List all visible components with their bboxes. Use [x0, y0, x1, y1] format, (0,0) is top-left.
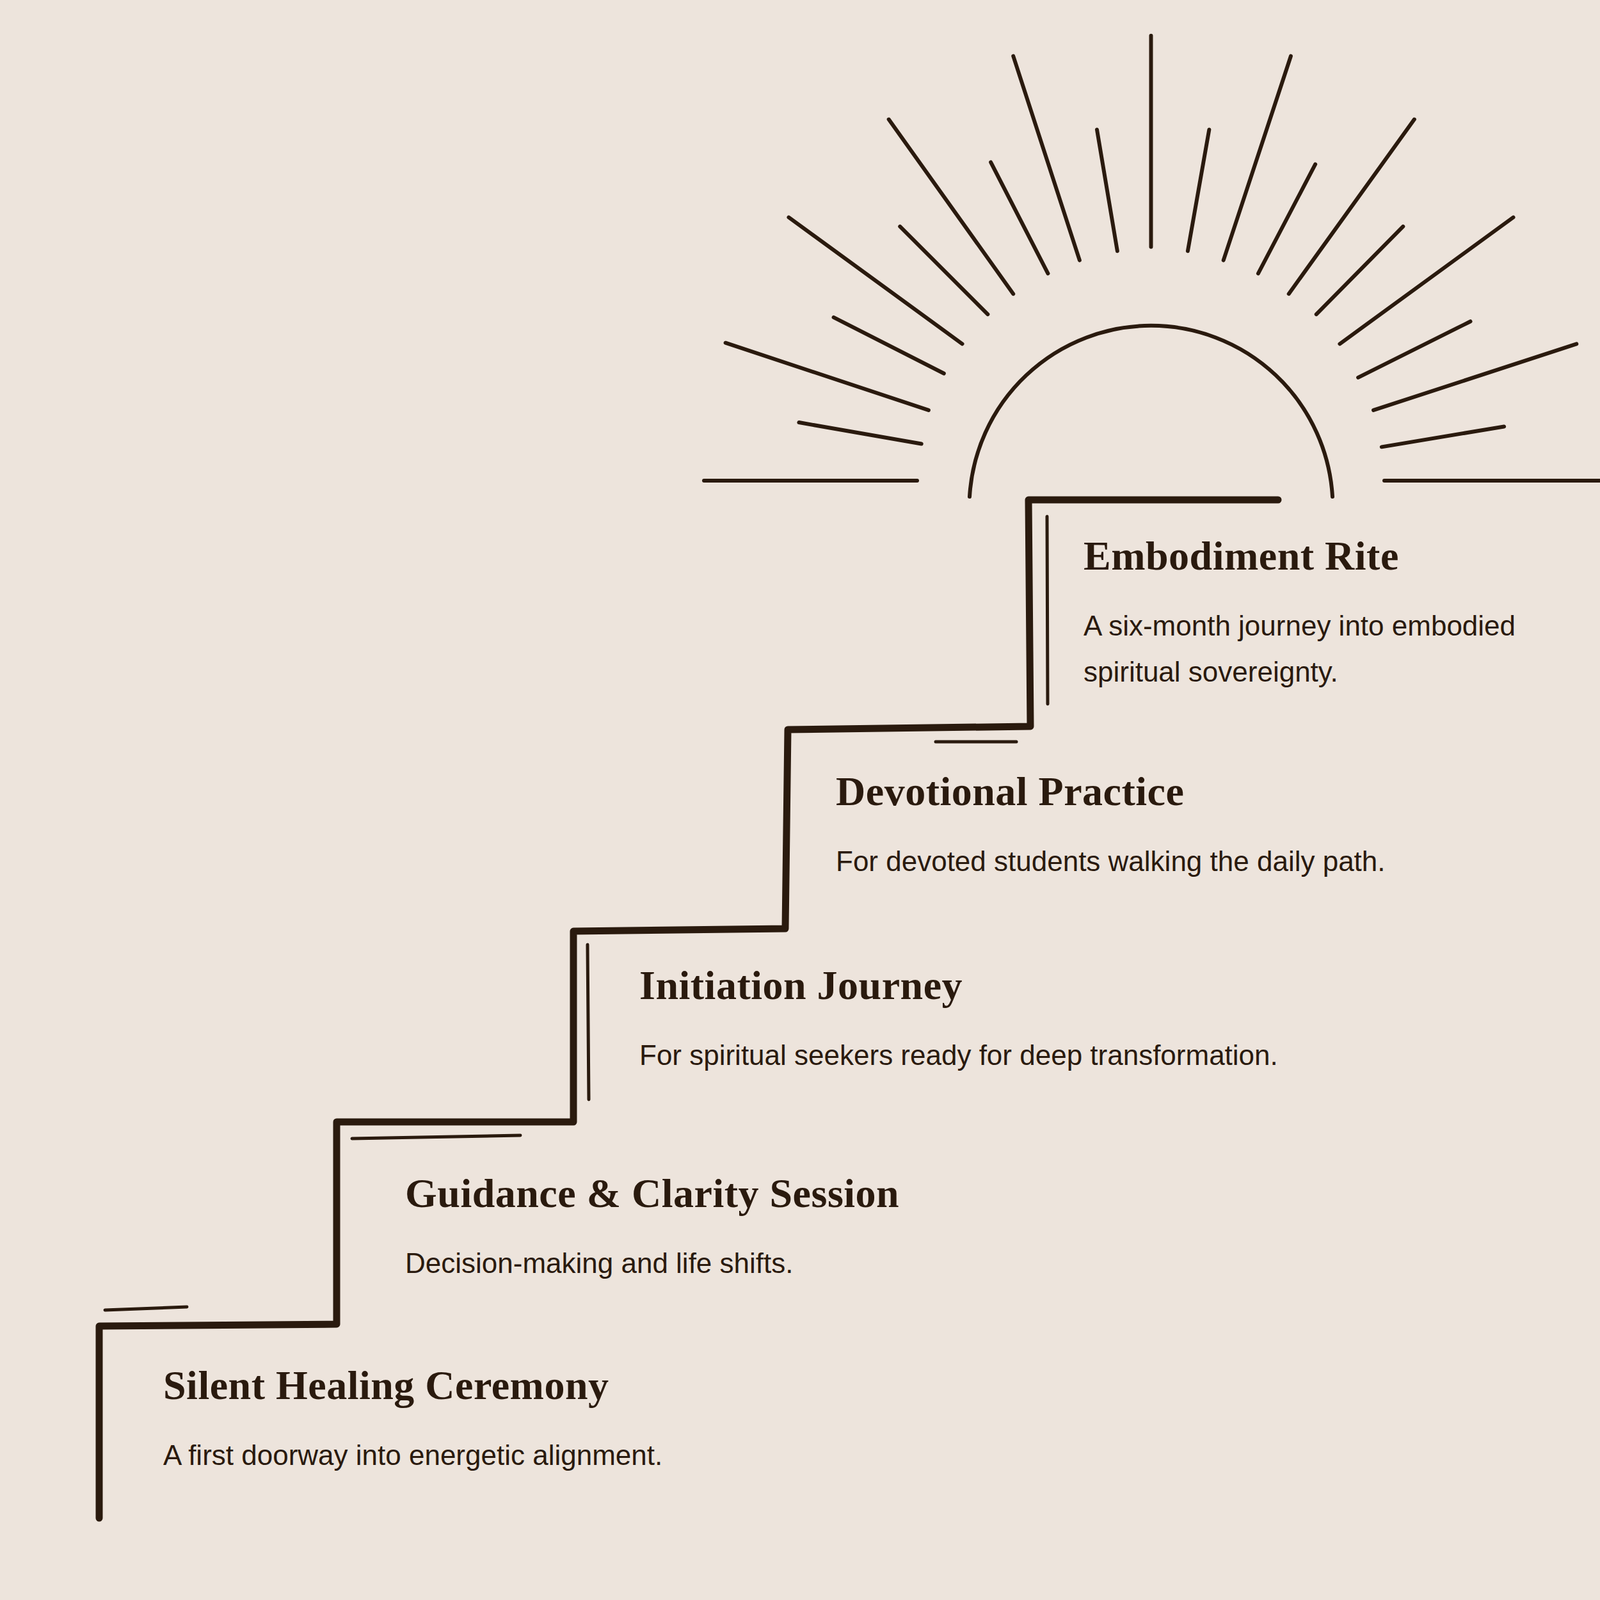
horizon-line: [1384, 478, 1600, 483]
sketch-strokes: [104, 516, 1048, 1311]
step-description: Decision-making and life shifts.: [405, 1240, 900, 1288]
sun-ray: [1316, 226, 1404, 315]
sketch-stroke: [935, 740, 1017, 744]
step-description: For devoted students walking the daily p…: [835, 838, 1386, 886]
sun-arc: [969, 325, 1333, 497]
sun-ray: [1187, 129, 1209, 251]
staircase-line: [99, 499, 1279, 1519]
sketch-stroke: [1047, 516, 1048, 704]
stair-step: Initiation JourneyFor spiritual seekers …: [639, 961, 1279, 1079]
step-title: Silent Healing Ceremony: [163, 1361, 663, 1411]
sun-ray: [1358, 321, 1471, 378]
sun-symbol: [704, 35, 1600, 497]
horizon-line: [704, 478, 918, 483]
stair-step: Silent Healing Ceremony A first doorway i…: [163, 1361, 663, 1479]
sun-ray: [1096, 129, 1118, 251]
sketch-stroke: [104, 1306, 187, 1311]
sun-ray: [1373, 343, 1577, 411]
sun-ray: [725, 343, 929, 411]
sketch-stroke: [587, 944, 589, 1100]
step-title: Devotional Practice: [835, 767, 1386, 817]
sun-ray: [899, 226, 988, 315]
sun-ray: [1339, 217, 1513, 345]
stair-step: Guidance & Clarity SessionDecision-makin…: [405, 1169, 900, 1287]
sun-ray: [1148, 35, 1153, 248]
sun-ray: [1013, 56, 1080, 261]
step-description: A six-month journey into embodied spirit…: [1083, 602, 1545, 696]
sun-ray: [788, 217, 962, 345]
sketch-stroke: [352, 1135, 521, 1139]
sun-ray: [798, 422, 921, 444]
stair-step: Devotional PracticeFor devoted students …: [835, 767, 1386, 885]
step-title: Embodiment Rite: [1083, 531, 1545, 582]
step-title: Initiation Journey: [639, 961, 1279, 1011]
step-description: For spiritual seekers ready for deep tra…: [639, 1032, 1279, 1080]
sun-ray: [1258, 164, 1316, 274]
sun-ray: [1288, 119, 1415, 295]
sun-ray: [833, 317, 944, 374]
stair-step: Embodiment Rite A six-month journey into …: [1083, 531, 1545, 696]
sun-ray: [888, 119, 1014, 295]
step-description: A first doorway into energetic alignment…: [163, 1432, 663, 1480]
step-title: Guidance & Clarity Session: [405, 1169, 900, 1219]
sun-ray: [990, 162, 1048, 274]
sun-ray: [1381, 426, 1504, 447]
